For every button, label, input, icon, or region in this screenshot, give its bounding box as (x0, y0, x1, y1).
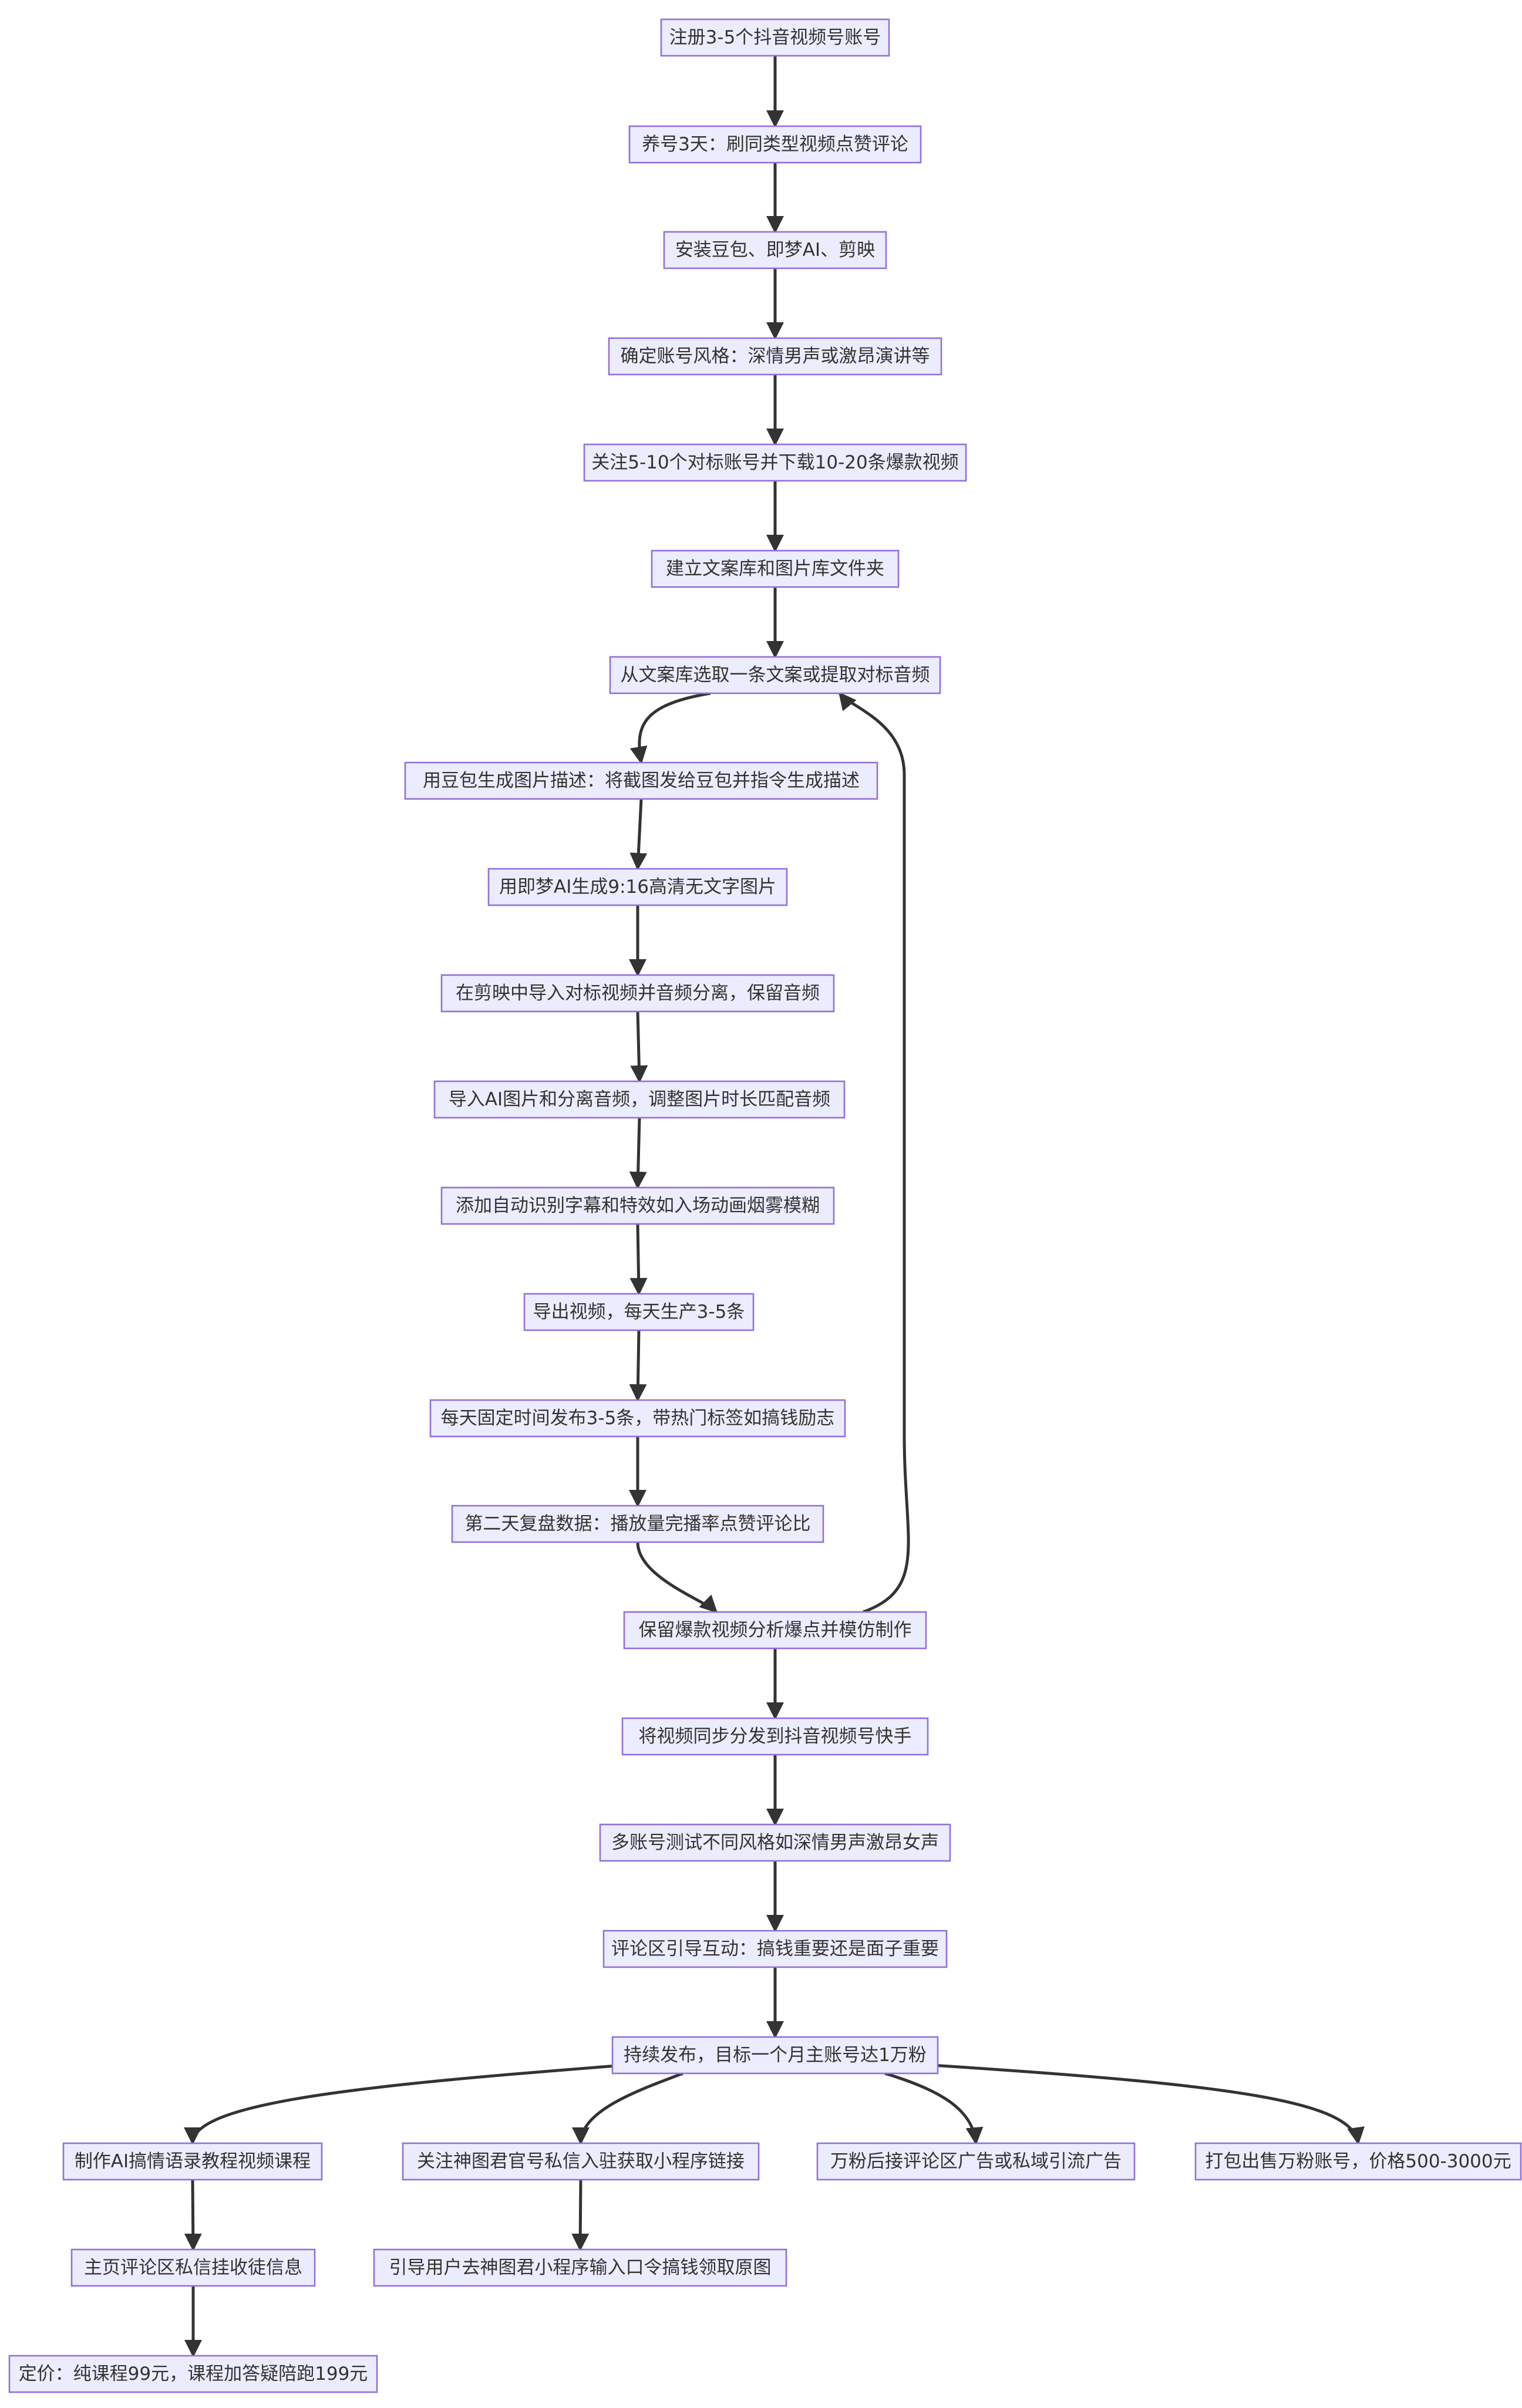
node-label: 打包出售万粉账号，价格500-3000元 (1205, 2151, 1511, 2172)
node-box (621, 1717, 929, 1756)
node-box (663, 231, 887, 269)
edge-p-g (839, 692, 910, 1614)
node-x: 打包出售万粉账号，价格500-3000元 (1194, 2142, 1522, 2181)
node-e: 关注5-10个对标账号并下载10-20条爆款视频 (583, 443, 967, 482)
node-box (402, 2142, 760, 2181)
node-box (429, 1399, 846, 1438)
edge-g-h (629, 692, 711, 764)
node-box (62, 2142, 323, 2181)
node-box (660, 18, 890, 57)
node-label: 引导用户去神图君小程序输入口令搞钱领取原图 (389, 2257, 772, 2278)
node-label: 养号3天：刷同类型视频点赞评论 (642, 134, 908, 155)
node-box (373, 2248, 787, 2287)
node-box (523, 1293, 755, 1331)
node-j: 在剪映中导入对标视频并音频分离，保留音频 (440, 974, 835, 1013)
node-label: 持续发布，目标一个月主账号达1万粉 (624, 2045, 927, 2066)
node-box (816, 2142, 1136, 2181)
node-label: 从文案库选取一条文案或提取对标音频 (621, 665, 930, 686)
node-label: 添加自动识别字幕和特效如入场动画烟雾模糊 (456, 1195, 820, 1216)
node-s: 评论区引导互动：搞钱重要还是面子重要 (602, 1930, 948, 1968)
node-box (8, 2355, 378, 2393)
node-box (599, 1823, 951, 1862)
node-o: 第二天复盘数据：播放量完播率点赞评论比 (451, 1505, 824, 1543)
node-w: 万粉后接评论区广告或私域引流广告 (816, 2142, 1136, 2181)
node-label: 多账号测试不同风格如深情男声激昂女声 (611, 1832, 939, 1853)
node-box (628, 125, 922, 164)
node-box (651, 549, 900, 588)
node-label: 评论区引导互动：搞钱重要还是面子重要 (611, 1938, 939, 1960)
node-l: 添加自动识别字幕和特效如入场动画烟雾模糊 (440, 1186, 835, 1225)
node-f: 建立文案库和图片库文件夹 (651, 549, 900, 588)
edge-t-x (931, 2063, 1365, 2145)
edge-v-z (571, 2179, 590, 2251)
node-r: 多账号测试不同风格如深情男声激昂女声 (599, 1823, 951, 1862)
node-box (451, 1505, 824, 1543)
node-label: 注册3-5个抖音视频号账号 (669, 27, 881, 48)
node-z: 引导用户去神图君小程序输入口令搞钱领取原图 (373, 2248, 787, 2287)
node-y: 主页评论区私信挂收徒信息 (70, 2248, 316, 2287)
node-v: 关注神图君官号私信入驻获取小程序链接 (402, 2142, 760, 2181)
edge-m-n (629, 1330, 647, 1402)
node-box (623, 1611, 927, 1650)
node-m: 导出视频，每天生产3-5条 (523, 1293, 755, 1331)
node-label: 确定账号风格：深情男声或激昂演讲等 (621, 346, 930, 367)
edge-t-v (572, 2072, 683, 2145)
edge-h-i (629, 798, 648, 871)
node-g: 从文案库选取一条文案或提取对标音频 (609, 656, 941, 694)
node-label: 保留爆款视频分析爆点并模仿制作 (639, 1620, 912, 1641)
edge-t-w (884, 2072, 984, 2145)
node-box (608, 337, 942, 376)
node-label: 导入AI图片和分离音频，调整图片时长匹配音频 (449, 1089, 830, 1110)
node-label: 主页评论区私信挂收徒信息 (84, 2257, 302, 2278)
node-d: 确定账号风格：深情男声或激昂演讲等 (608, 337, 942, 376)
edge-j-k (630, 1011, 648, 1083)
node-box (583, 443, 967, 482)
node-a: 注册3-5个抖音视频号账号 (660, 18, 890, 57)
node-label: 关注神图君官号私信入驻获取小程序链接 (417, 2151, 745, 2172)
node-box (440, 974, 835, 1013)
edge-k-l (629, 1117, 647, 1189)
node-label: 用即梦AI生成9:16高清无文字图片 (499, 876, 776, 898)
node-box (404, 761, 878, 800)
node-label: 在剪映中导入对标视频并音频分离，保留音频 (456, 983, 820, 1004)
node-aa: 定价：纯课程99元，课程加答疑陪跑199元 (8, 2355, 378, 2393)
node-label: 安装豆包、即梦AI、剪映 (675, 240, 875, 261)
node-box (487, 868, 788, 906)
node-box (609, 656, 941, 694)
node-label: 万粉后接评论区广告或私域引流广告 (830, 2151, 1122, 2172)
node-box (70, 2248, 316, 2287)
node-n: 每天固定时间发布3-5条，带热门标签如搞钱励志 (429, 1399, 846, 1438)
edges (184, 56, 1365, 2358)
node-label: 定价：纯课程99元，课程加答疑陪跑199元 (19, 2363, 368, 2385)
node-u: 制作AI搞情语录教程视频课程 (62, 2142, 323, 2181)
node-box (602, 1930, 948, 1968)
edge-t-u (184, 2063, 625, 2145)
node-label: 关注5-10个对标账号并下载10-20条爆款视频 (591, 452, 958, 473)
node-label: 用豆包生成图片描述：将截图发给豆包并指令生成描述 (423, 770, 860, 791)
node-label: 每天固定时间发布3-5条，带热门标签如搞钱励志 (441, 1408, 835, 1429)
node-box (611, 2036, 939, 2075)
node-label: 导出视频，每天生产3-5条 (533, 1301, 745, 1323)
edge-o-p (636, 1542, 718, 1614)
node-label: 将视频同步分发到抖音视频号快手 (639, 1726, 912, 1747)
node-k: 导入AI图片和分离音频，调整图片时长匹配音频 (433, 1080, 846, 1119)
node-t: 持续发布，目标一个月主账号达1万粉 (611, 2036, 939, 2075)
edge-l-m (629, 1223, 648, 1296)
node-c: 安装豆包、即梦AI、剪映 (663, 231, 887, 269)
node-b: 养号3天：刷同类型视频点赞评论 (628, 125, 922, 164)
node-i: 用即梦AI生成9:16高清无文字图片 (487, 868, 788, 906)
node-label: 制作AI搞情语录教程视频课程 (75, 2151, 311, 2172)
node-box (1194, 2142, 1522, 2181)
node-box (440, 1186, 835, 1225)
node-label: 建立文案库和图片库文件夹 (666, 558, 884, 579)
node-h: 用豆包生成图片描述：将截图发给豆包并指令生成描述 (404, 761, 878, 800)
node-box (433, 1080, 846, 1119)
node-label: 第二天复盘数据：播放量完播率点赞评论比 (465, 1513, 811, 1534)
node-p: 保留爆款视频分析爆点并模仿制作 (623, 1611, 927, 1650)
nodes: 注册3-5个抖音视频号账号养号3天：刷同类型视频点赞评论安装豆包、即梦AI、剪映… (8, 18, 1522, 2393)
node-q: 将视频同步分发到抖音视频号快手 (621, 1717, 929, 1756)
